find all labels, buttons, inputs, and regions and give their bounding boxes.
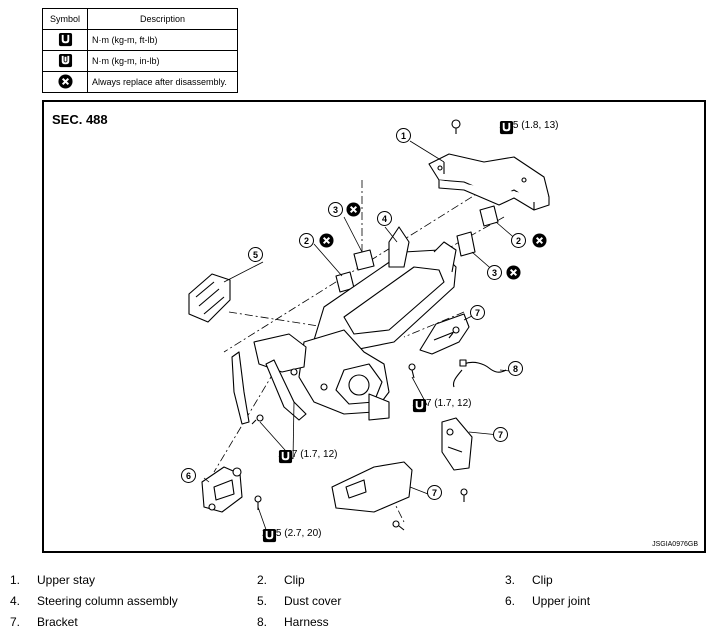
callout-3: 3	[487, 265, 502, 280]
callout-7: 7	[427, 485, 442, 500]
bracket-part-b	[441, 417, 473, 471]
torque-label-upper-stay: 17.5 (1.8, 13)	[499, 120, 559, 135]
legend-row-in-lb: N·m (kg-m, in-lb)	[87, 50, 238, 72]
part-item: 6.Upper joint	[505, 594, 591, 608]
legend-header-symbol: Symbol	[42, 8, 88, 30]
always-replace-icon	[506, 265, 521, 280]
harness-part	[452, 359, 507, 388]
torque-ft-lb-icon	[58, 32, 72, 46]
dust-cover-part	[188, 273, 231, 323]
callout-6: 6	[181, 468, 196, 483]
legend-header-description: Description	[87, 8, 238, 30]
part-item: 3.Clip	[505, 573, 553, 587]
callout-8: 8	[508, 361, 523, 376]
symbol-legend-table: Symbol Description N·m (kg-m, ft-lb) N·m…	[42, 8, 238, 93]
always-replace-icon	[346, 202, 361, 217]
legend-row-ft-lb: N·m (kg-m, ft-lb)	[87, 29, 238, 51]
torque-ft-lb-icon	[262, 528, 277, 543]
part-item: 1.Upper stay	[10, 573, 96, 587]
torque-value: 17.5 (1.8, 13)	[499, 120, 559, 131]
part-item: 5.Dust cover	[257, 594, 342, 608]
figure-code: JSGIA0976GB	[652, 541, 698, 548]
torque-value: 16.7 (1.7, 12)	[278, 449, 338, 460]
upper-joint-part	[201, 466, 243, 513]
torque-label-column: 16.7 (1.7, 12)	[278, 449, 338, 464]
bolt-parts	[251, 119, 468, 531]
torque-label-bracket: 16.7 (1.7, 12)	[412, 398, 472, 413]
steering-column-drawing	[188, 119, 550, 539]
torque-value: 16.7 (1.7, 12)	[412, 398, 472, 409]
section-label: SEC. 488	[52, 112, 108, 127]
torque-label-upper-joint: 26.5 (2.7, 20)	[262, 528, 322, 543]
always-replace-icon	[57, 73, 73, 89]
part-item: 2.Clip	[257, 573, 305, 587]
part-item: 7.Bracket	[10, 615, 78, 629]
always-replace-icon	[532, 233, 547, 248]
callout-2: 2	[299, 233, 314, 248]
torque-ft-lb-icon	[499, 120, 514, 135]
torque-ft-lb-icon	[278, 449, 293, 464]
torque-in-lb-icon	[58, 53, 72, 67]
bracket-part-c	[331, 461, 413, 513]
callout-2: 2	[511, 233, 526, 248]
torque-value: 26.5 (2.7, 20)	[262, 528, 322, 539]
leader-lines	[203, 140, 519, 539]
callout-7: 7	[493, 427, 508, 442]
callout-4: 4	[377, 211, 392, 226]
callout-5: 5	[248, 247, 263, 262]
part-item: 8.Harness	[257, 615, 329, 629]
bracket-part-a	[419, 313, 470, 355]
legend-row-replace: Always replace after disassembly.	[87, 71, 238, 93]
steering-column-assembly-part	[231, 226, 457, 425]
part-item: 4.Steering column assembly	[10, 594, 178, 608]
callout-7: 7	[470, 305, 485, 320]
torque-ft-lb-icon	[412, 398, 427, 413]
callout-1: 1	[396, 128, 411, 143]
clip-right-parts	[456, 205, 499, 257]
parts-list: 1.Upper stay 2.Clip 3.Clip 4.Steering co…	[0, 570, 718, 636]
exploded-diagram: SEC. 488 JSGIA0976GB 17.5 (1.8, 13) 16.7…	[42, 100, 706, 553]
always-replace-icon	[319, 233, 334, 248]
callout-3: 3	[328, 202, 343, 217]
upper-stay-part	[428, 153, 550, 211]
